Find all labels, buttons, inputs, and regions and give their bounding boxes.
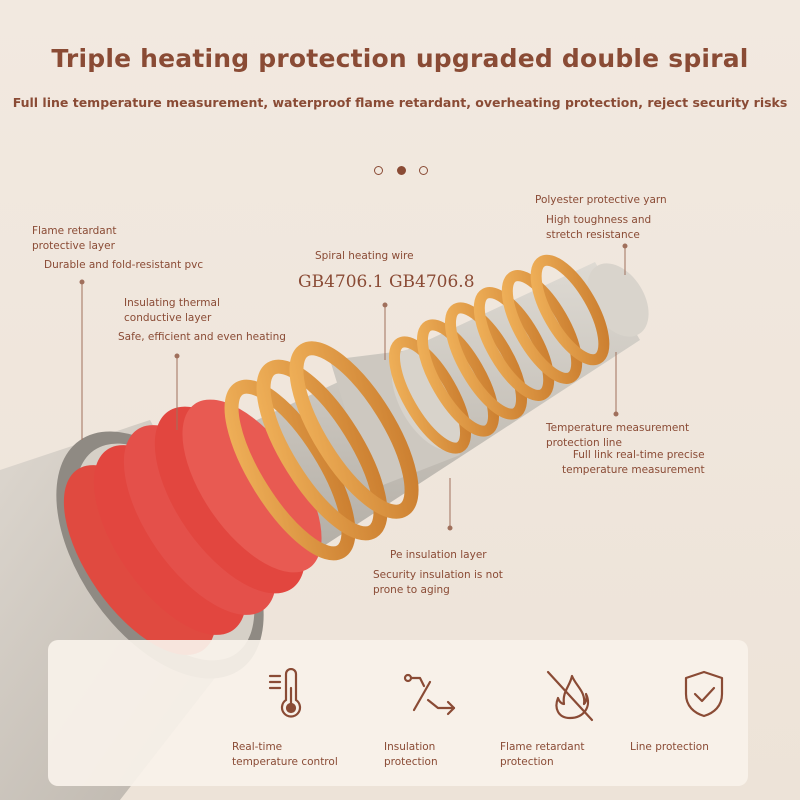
feature-label-flame: Flame retardant protection xyxy=(500,741,585,768)
callout-pe-title: Pe insulation layer xyxy=(390,549,487,561)
callout-temp-title: Temperature measurement protection line xyxy=(546,422,690,449)
callout-yarn-title: Polyester protective yarn xyxy=(535,194,667,206)
callout-temp-desc: Full link real-time precise temperature … xyxy=(562,449,705,476)
callout-insulating-desc: Safe, efficient and even heating xyxy=(118,331,286,343)
page-subtitle: Full line temperature measurement, water… xyxy=(12,95,788,110)
callout-leader-lines xyxy=(79,243,628,531)
carousel-dot-1[interactable] xyxy=(374,165,383,175)
callout-flame-title: Flame retardant protective layer xyxy=(32,225,117,252)
feature-temperature-control: Real-time temperature control xyxy=(218,640,358,786)
feature-panel: Real-time temperature control Insulation… xyxy=(48,640,748,786)
carousel-indicator[interactable] xyxy=(374,164,428,176)
callout-flame-desc: Durable and fold-resistant pvc xyxy=(44,259,204,271)
feature-label-line-protection: Line protection xyxy=(630,741,709,753)
shield-check-icon xyxy=(684,670,724,718)
insulation-icon xyxy=(403,673,456,716)
feature-label-temperature: Real-time temperature control xyxy=(232,741,338,768)
carousel-dot-3[interactable] xyxy=(419,165,428,175)
callout-spiral-standard: GB4706.1 GB4706.8 xyxy=(298,272,475,292)
callout-spiral-title: Spiral heating wire xyxy=(315,250,414,262)
feature-label-insulation: Insulation protection xyxy=(384,741,438,768)
feature-flame-retardant: Flame retardant protection xyxy=(500,640,640,786)
carousel-dot-2-active[interactable] xyxy=(396,165,406,175)
spiral-heating-wire xyxy=(224,254,610,561)
feature-insulation: Insulation protection xyxy=(358,640,498,786)
page-title: Triple heating protection upgraded doubl… xyxy=(51,44,749,73)
callout-insulating-title: Insulating thermal conductive layer xyxy=(124,297,220,324)
no-flame-icon xyxy=(546,670,594,722)
feature-line-protection: Line protection xyxy=(630,640,774,786)
thermometer-icon xyxy=(268,668,302,718)
callout-yarn-desc: High toughness and stretch resistance xyxy=(546,214,652,241)
callout-pe-desc: Security insulation is not prone to agin… xyxy=(373,569,503,596)
